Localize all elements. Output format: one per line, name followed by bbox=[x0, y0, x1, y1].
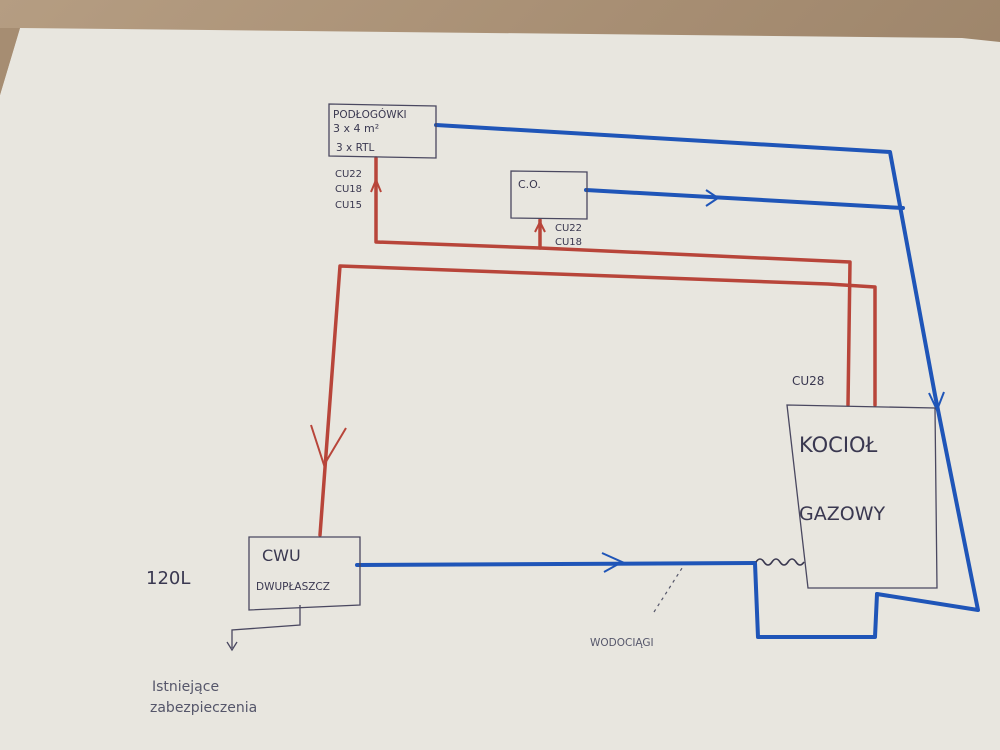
boiler-pipe-size: CU28 bbox=[792, 374, 824, 388]
boiler-box bbox=[786, 404, 938, 589]
safety-label-2: zabezpieczenia bbox=[150, 700, 257, 716]
floor-heating-title: PODŁOGÓWKI bbox=[333, 108, 407, 121]
supply-arrows bbox=[310, 177, 546, 468]
floor-heating-rtl: 3 x RTL bbox=[336, 142, 375, 154]
co-box bbox=[510, 170, 588, 220]
water-pipe-loop bbox=[753, 561, 879, 639]
floor-pipe-size-2: CU18 bbox=[335, 184, 362, 195]
co-pipe-size-2: CU18 bbox=[555, 237, 582, 248]
paper-shade bbox=[0, 28, 20, 95]
paper-sheet bbox=[0, 28, 1000, 750]
arrow-right-water bbox=[601, 552, 625, 573]
arrow-down-cwu bbox=[310, 424, 347, 468]
co-label: C.O. bbox=[518, 178, 541, 191]
tank-volume: 120L bbox=[146, 568, 190, 589]
return-pipes bbox=[355, 123, 980, 639]
supply-pipe-cwu bbox=[318, 264, 877, 537]
return-pipe-floor bbox=[434, 123, 980, 612]
cwu-label: CWU bbox=[262, 546, 301, 565]
co-pipe-size-1: CU22 bbox=[555, 223, 582, 234]
return-pipe-co bbox=[584, 188, 905, 210]
boiler-label-2: GAZOWY bbox=[799, 503, 885, 525]
arrow-down-return bbox=[928, 391, 945, 413]
return-arrows bbox=[601, 189, 945, 573]
floor-pipe-size-1: CU22 bbox=[335, 169, 362, 180]
cwu-tank-bracket bbox=[231, 605, 301, 648]
cwu-type: DWUPŁASZCZ bbox=[256, 581, 330, 593]
arrow-up-floor bbox=[370, 177, 382, 193]
flex-connector bbox=[755, 558, 805, 566]
floor-pipe-size-3: CU15 bbox=[335, 200, 362, 211]
floor-heating-box bbox=[328, 103, 437, 159]
water-supply-label: WODOCIĄGI bbox=[590, 637, 654, 649]
water-supply-pointer bbox=[653, 564, 685, 613]
safety-label-1: Istniejące bbox=[152, 679, 219, 695]
arrow-right-co bbox=[705, 189, 720, 207]
boiler-label-1: KOCIOŁ bbox=[799, 433, 878, 457]
floor-heating-area: 3 x 4 m² bbox=[333, 122, 379, 135]
water-pipe-cwu bbox=[355, 561, 757, 567]
arrow-up-co bbox=[534, 219, 546, 233]
supply-pipes bbox=[318, 156, 877, 537]
cwu-tank-box bbox=[248, 536, 361, 611]
safety-arrow bbox=[226, 641, 238, 652]
